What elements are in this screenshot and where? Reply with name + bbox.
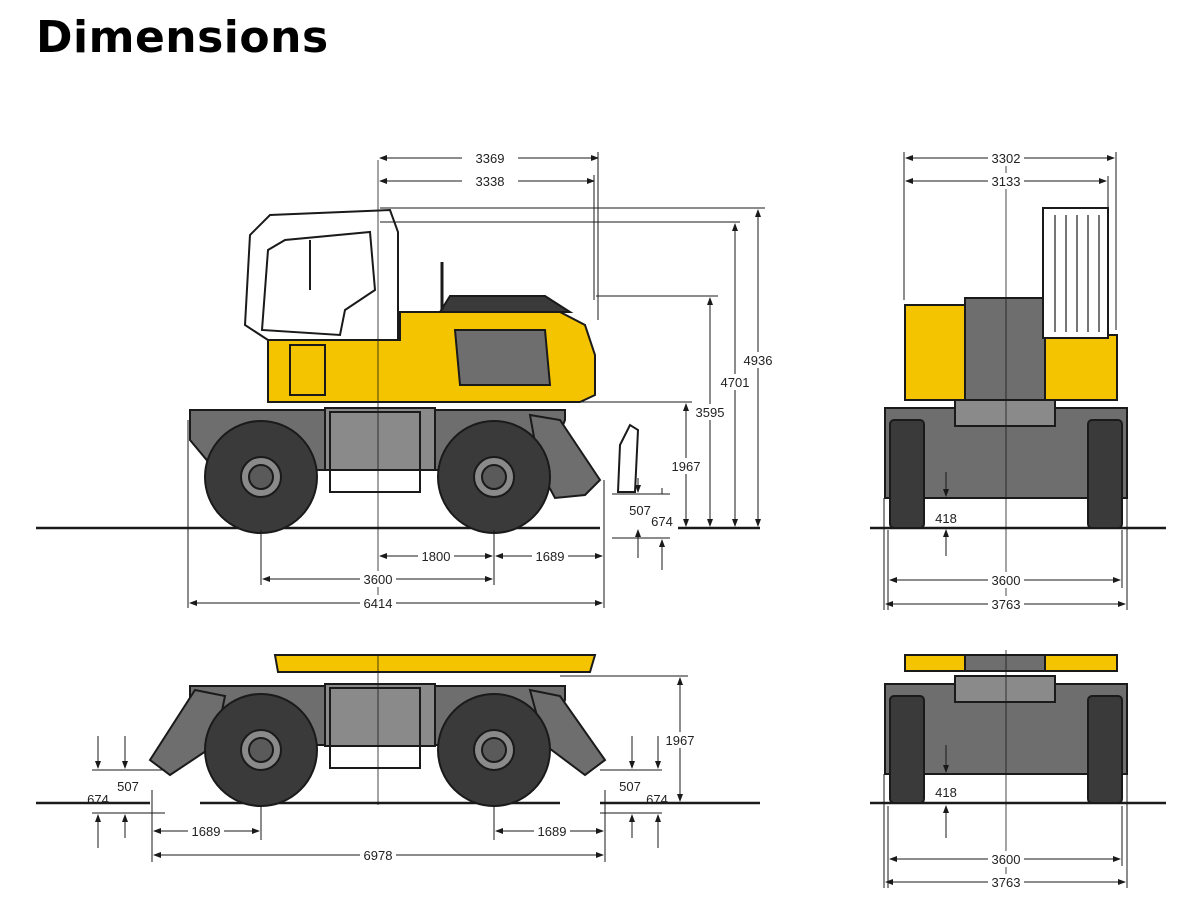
front-cab-guard-bars <box>1054 215 1100 332</box>
dim-side-axle-to-blade: 1689 <box>536 549 565 564</box>
machine-bottom-side-view <box>148 654 607 807</box>
dim-front-ground-clearance: 418 <box>935 511 957 526</box>
side-outrigger <box>616 423 640 493</box>
dim-bottom-height-blade: 1967 <box>666 733 695 748</box>
side-cab-window <box>260 230 377 337</box>
side-wheel-front <box>437 420 551 534</box>
bottom-front-tire-right <box>1087 695 1123 804</box>
side-chassis-box <box>324 407 436 471</box>
dim-bottom-right-axle-to-blade: 1689 <box>538 824 567 839</box>
dim-bottom-front-ground-clearance: 418 <box>935 785 957 800</box>
bottom-wheel-rear <box>204 693 318 807</box>
dim-side-center-to-axle: 1800 <box>422 549 451 564</box>
dim-bottom-left-axle-to-blade: 1689 <box>192 824 221 839</box>
front-upper-center <box>964 297 1046 401</box>
dim-front-top-width-2: 3133 <box>992 174 1021 189</box>
side-ladder <box>329 411 421 493</box>
bottom-blade-left <box>148 688 227 777</box>
front-tire-right <box>1087 419 1123 529</box>
machine-front-view <box>884 160 1128 600</box>
side-wheel-rear <box>204 420 318 534</box>
dim-front-track: 3600 <box>992 573 1021 588</box>
dim-bottom-right-blade-lift: 507 <box>619 779 641 794</box>
front-axle-housing <box>954 399 1056 427</box>
dim-side-top-width-1: 3369 <box>476 151 505 166</box>
bottom-front-upper-left <box>904 654 966 672</box>
bottom-front-upper-center <box>964 654 1046 672</box>
machine-bottom-front-view <box>884 650 1128 880</box>
dim-front-top-width-1: 3302 <box>992 151 1021 166</box>
front-upper-right <box>1044 334 1118 401</box>
bottom-chassis-box <box>324 683 436 747</box>
dim-bottom-left-blade-lift: 507 <box>117 779 139 794</box>
dim-side-height-blade: 1967 <box>672 459 701 474</box>
dim-side-blade-lift: 507 <box>629 503 651 518</box>
side-hood-window <box>453 329 552 386</box>
dim-bottom-overall-length: 6978 <box>364 848 393 863</box>
dim-bottom-front-track: 3600 <box>992 852 1021 867</box>
dim-front-overall-width: 3763 <box>992 597 1021 612</box>
page-title: Dimensions <box>36 12 329 63</box>
front-tire-left <box>889 419 925 529</box>
machine-side-view <box>189 160 640 610</box>
bottom-upper-slice <box>273 654 597 673</box>
dim-side-height-total: 4936 <box>744 353 773 368</box>
bottom-front-tire-left <box>889 695 925 804</box>
dim-bottom-right-blade-depth: 674 <box>646 792 668 807</box>
dim-side-overall-length: 6414 <box>364 596 393 611</box>
dim-side-height-hood: 3595 <box>696 405 725 420</box>
bottom-ladder <box>329 687 421 769</box>
dim-side-height-cab: 4701 <box>721 375 750 390</box>
dim-side-blade-depth: 674 <box>651 514 673 529</box>
front-cab-guard <box>1042 207 1109 339</box>
side-engine-cover <box>438 295 574 313</box>
bottom-front-upper-right <box>1044 654 1118 672</box>
dim-bottom-front-overall-width: 3763 <box>992 875 1021 890</box>
dim-side-top-width-2: 3338 <box>476 174 505 189</box>
bottom-front-axle-housing <box>954 675 1056 703</box>
dim-bottom-left-blade-depth: 674 <box>87 792 109 807</box>
dim-side-wheelbase: 3600 <box>364 572 393 587</box>
bottom-wheel-front <box>437 693 551 807</box>
side-counterweight <box>289 344 326 396</box>
front-upper-left <box>904 304 966 401</box>
dimension-annotations: 3369 3338 4936 4701 3595 1967 <box>87 150 1128 890</box>
